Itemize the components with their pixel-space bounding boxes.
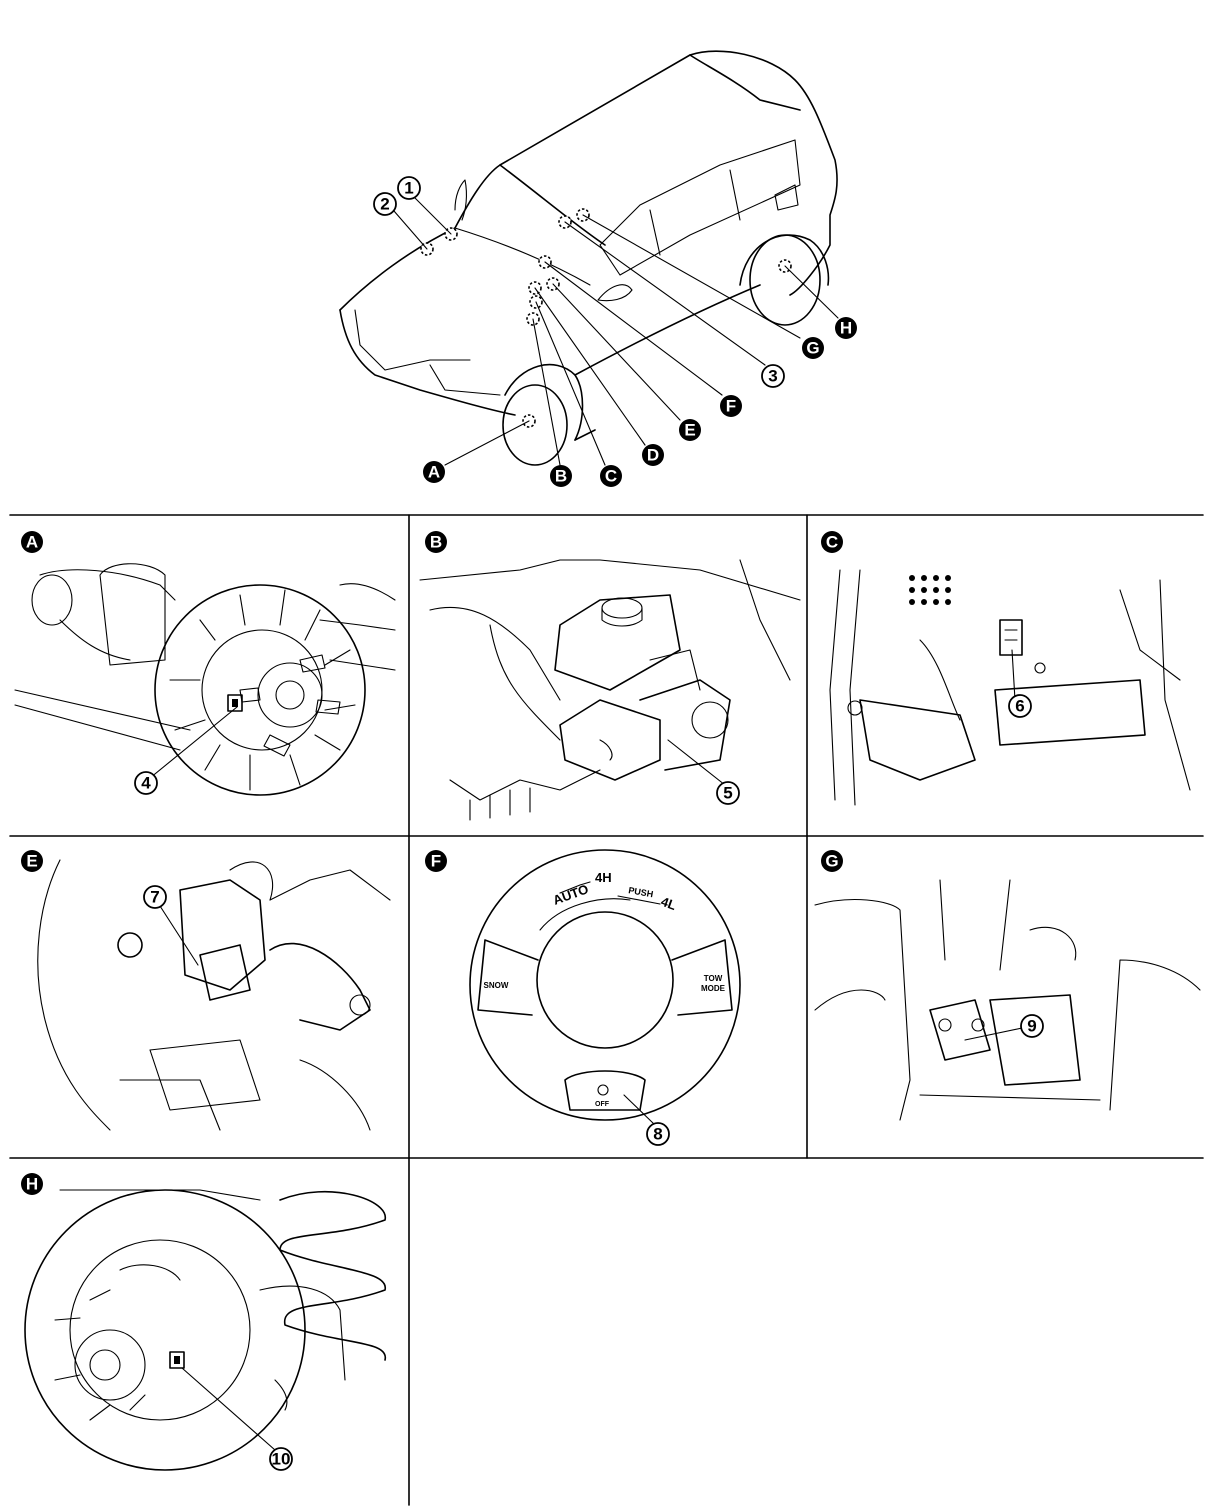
callout-C: C — [600, 465, 622, 487]
svg-text:A: A — [428, 463, 440, 482]
svg-text:H: H — [26, 1175, 38, 1194]
svg-text:B: B — [430, 533, 442, 552]
callout-3: 3 — [761, 364, 785, 388]
callout-D: D — [642, 444, 664, 466]
auto-label: AUTO — [551, 881, 591, 908]
callout-1: 1 — [397, 176, 421, 200]
callout-5: 5 — [723, 784, 732, 803]
svg-text:G: G — [806, 339, 819, 358]
panel-c: C 6 — [821, 531, 1191, 806]
callout-A: A — [423, 461, 445, 483]
svg-text:H: H — [840, 319, 852, 338]
callout-7: 7 — [150, 888, 159, 907]
mode-switch-labels: AUTO 4H PUSH 4L SNOW TOW MODE OFF — [484, 870, 726, 1108]
panel-e: E 7 — [21, 850, 391, 1131]
panel-a: A 4 — [14, 531, 396, 796]
svg-text:F: F — [726, 397, 736, 416]
callout-B: B — [550, 465, 572, 487]
svg-text:D: D — [647, 446, 659, 465]
4h-label: 4H — [595, 870, 612, 885]
callout-6: 6 — [1015, 697, 1024, 716]
svg-text:E: E — [26, 852, 37, 871]
svg-text:3: 3 — [768, 367, 777, 386]
snow-label: SNOW — [484, 981, 509, 990]
callout-2: 2 — [373, 192, 397, 216]
vdc-off-icon — [597, 1084, 609, 1096]
callout-F: F — [720, 395, 742, 417]
svg-text:A: A — [26, 533, 38, 552]
callout-9: 9 — [1027, 1017, 1036, 1036]
callout-G: G — [802, 337, 824, 359]
callout-10: 10 — [272, 1450, 291, 1469]
svg-text:F: F — [431, 852, 441, 871]
svg-text:2: 2 — [380, 195, 389, 214]
panel-g: G 9 — [814, 850, 1201, 1121]
svg-text:C: C — [826, 533, 838, 552]
locator-dots — [420, 208, 792, 428]
panel-grid-lines — [9, 514, 1204, 1506]
panel-f: F AUTO 4H PUSH 4L SNOW TOW MODE OFF 8 — [425, 849, 741, 1146]
panel-b: B 5 — [419, 531, 801, 821]
push-label: PUSH — [628, 885, 654, 899]
svg-text:E: E — [684, 421, 695, 440]
svg-text:B: B — [555, 467, 567, 486]
panel-h: H 10 — [21, 1173, 386, 1471]
callout-4: 4 — [141, 774, 151, 793]
locator-leader-lines — [393, 194, 839, 466]
svg-text:C: C — [605, 467, 617, 486]
tow-label: TOW — [704, 974, 723, 983]
4l-label: 4L — [659, 894, 678, 913]
svg-text:G: G — [825, 852, 838, 871]
callout-H: H — [835, 317, 857, 339]
callout-8: 8 — [653, 1125, 662, 1144]
mode-label: MODE — [701, 984, 726, 993]
vehicle-outline — [339, 50, 838, 466]
off-label: OFF — [595, 1101, 610, 1108]
callout-E: E — [679, 419, 701, 441]
vent-grid — [909, 575, 951, 605]
svg-text:1: 1 — [404, 179, 413, 198]
